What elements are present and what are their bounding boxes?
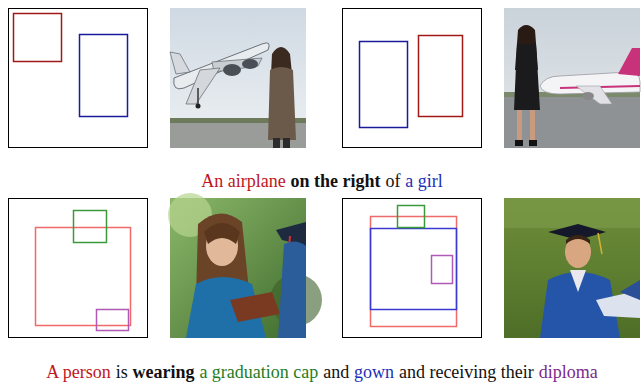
caption-phrase: and — [323, 361, 349, 383]
generated-image — [504, 198, 640, 338]
layout-panel — [9, 199, 148, 338]
layout-panel — [343, 9, 482, 148]
caption-phrase: a graduation cap — [199, 361, 318, 383]
caption-phrase: a girl — [405, 170, 443, 192]
generated-image — [170, 8, 306, 148]
caption-phrase: of — [385, 170, 400, 192]
caption-phrase: wearing — [133, 361, 195, 383]
layout-panel — [343, 199, 482, 338]
caption-phrase: on the right — [291, 170, 381, 192]
caption-phrase: is — [116, 361, 128, 383]
caption: A personiswearinga graduation capandgown… — [0, 361, 644, 383]
generated-image — [168, 193, 322, 338]
caption-phrase: An airplane — [201, 170, 285, 192]
caption: An airplane on the rightofa girl — [0, 170, 644, 192]
caption-phrase: A person — [46, 361, 111, 383]
caption-phrase: gown — [354, 361, 394, 383]
layout-panel — [9, 9, 148, 148]
generated-image — [504, 8, 640, 148]
caption-phrase: and receiving their — [399, 361, 534, 383]
caption-phrase: diploma — [539, 361, 598, 383]
